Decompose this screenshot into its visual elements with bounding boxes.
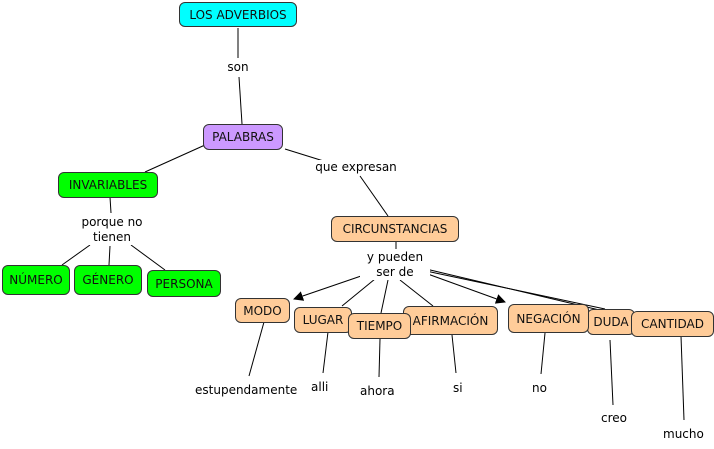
- concept-duda[interactable]: DUDA: [587, 309, 635, 335]
- concept-cantidad[interactable]: CANTIDAD: [631, 311, 714, 337]
- linking-phrase-son: son: [224, 60, 252, 75]
- link-ypueden-lugar: [341, 278, 376, 307]
- link-cantidad-example: [680, 335, 685, 421]
- link-porque-persona: [130, 244, 166, 271]
- example-no: no: [532, 381, 547, 395]
- example-mucho: mucho: [663, 427, 704, 441]
- link-ypueden-tiempo: [380, 279, 389, 314]
- link-ypueden-negacion: [424, 272, 506, 304]
- link-ypueden-modo: [293, 274, 365, 301]
- link-invariables-porque: [109, 196, 112, 214]
- linking-phrase-porque-no-tienen: porque no tienen: [74, 215, 150, 245]
- link-queexpresan-circunstancias: [359, 175, 389, 217]
- concept-numero[interactable]: NÚMERO: [2, 265, 70, 295]
- concept-tiempo[interactable]: TIEMPO: [348, 313, 411, 339]
- example-alli: alli: [311, 380, 329, 394]
- concept-lugar[interactable]: LUGAR: [294, 307, 352, 333]
- link-palabras-invariables: [144, 144, 206, 173]
- link-porque-genero: [108, 245, 111, 266]
- concept-persona[interactable]: PERSONA: [147, 270, 221, 297]
- link-duda-example: [609, 339, 614, 406]
- linking-phrase-y-pueden-ser-de: y pueden ser de: [360, 250, 430, 280]
- concept-circunstancias[interactable]: CIRCUNSTANCIAS: [331, 216, 459, 242]
- concept-genero[interactable]: GÉNERO: [74, 265, 142, 295]
- link-son-palabras: [238, 76, 243, 125]
- example-estupendamente: estupendamente: [195, 383, 298, 397]
- concept-palabras[interactable]: PALABRAS: [203, 124, 283, 150]
- link-lugar-example: [322, 331, 329, 374]
- concept-modo[interactable]: MODO: [235, 298, 290, 323]
- concept-negacion[interactable]: NEGACIÓN: [508, 304, 589, 333]
- example-si: si: [453, 381, 463, 395]
- link-tiempo-example: [378, 338, 381, 378]
- example-creo: creo: [601, 411, 627, 425]
- link-ypueden-afirmacion: [399, 279, 434, 307]
- example-ahora: ahora: [360, 384, 395, 398]
- concept-afirmacion[interactable]: AFIRMACIÓN: [403, 306, 498, 335]
- linking-phrase-que-expresan: que expresan: [313, 160, 399, 175]
- link-porque-numero: [61, 244, 91, 266]
- concept-invariables[interactable]: INVARIABLES: [58, 172, 158, 198]
- link-afirmacion-example: [451, 334, 457, 374]
- link-negacion-example: [540, 332, 546, 375]
- concept-los-adverbios[interactable]: LOS ADVERBIOS: [179, 2, 297, 27]
- link-modo-example: [248, 321, 265, 377]
